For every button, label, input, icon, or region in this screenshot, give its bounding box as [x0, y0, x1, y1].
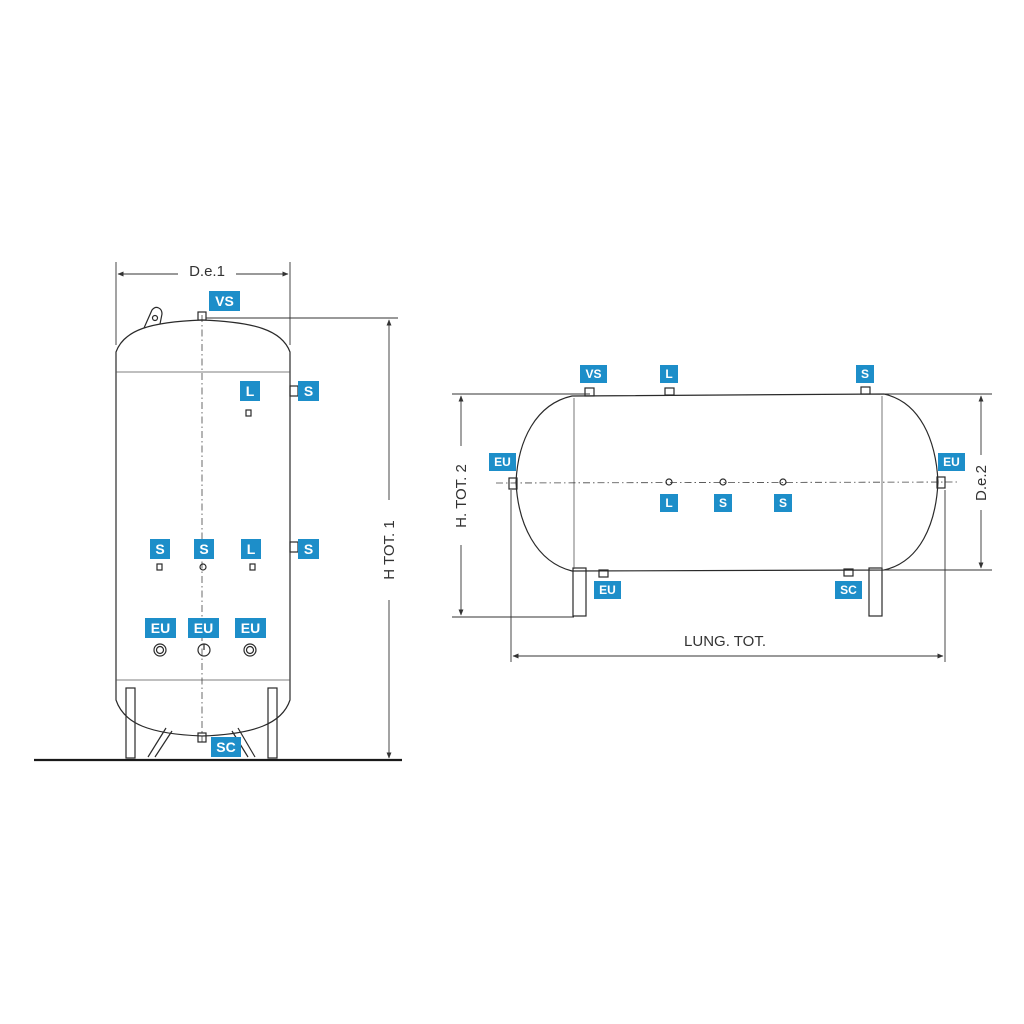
side-nozzle-mid [289, 541, 299, 553]
svg-text:EU: EU [241, 620, 260, 636]
vertical-tank-body [115, 319, 291, 737]
h-tag-eu-bottom: EU [594, 581, 621, 599]
svg-text:S: S [779, 496, 787, 510]
h-eu-right-nozzle [936, 476, 946, 489]
label-de1: D.e.1 [189, 263, 225, 280]
dim-length: LUNG. TOT. [510, 490, 946, 662]
h-s-nozzle [860, 386, 871, 395]
svg-text:EU: EU [494, 455, 511, 469]
label-htot1: H TOT. 1 [381, 520, 398, 579]
h-fitting-s2 [779, 478, 787, 486]
svg-text:S: S [304, 541, 313, 557]
label-lungtot: LUNG. TOT. [684, 633, 766, 650]
h-tag-eu-right: EU [938, 453, 965, 471]
h-tag-eu-left: EU [489, 453, 516, 471]
h-sc-nozzle [843, 568, 854, 577]
dim-height-1: H TOT. 1 [206, 317, 398, 759]
svg-text:SC: SC [216, 739, 235, 755]
svg-text:EU: EU [599, 583, 616, 597]
h-eu-left-nozzle [508, 477, 518, 490]
svg-text:SC: SC [840, 583, 857, 597]
svg-text:S: S [304, 383, 313, 399]
svg-text:L: L [246, 383, 255, 399]
svg-text:S: S [719, 496, 727, 510]
svg-text:VS: VS [585, 367, 601, 381]
svg-text:S: S [199, 541, 208, 557]
h-fitting-l [665, 478, 673, 486]
h-tag-l-top: L [660, 365, 678, 383]
svg-text:L: L [665, 496, 672, 510]
horizontal-centerline [495, 481, 961, 484]
lifting-lug [143, 306, 163, 329]
svg-text:L: L [247, 541, 256, 557]
vs-nozzle [197, 311, 207, 321]
label-htot2: H. TOT. 2 [453, 464, 470, 528]
h-tag-s-top: S [856, 365, 874, 383]
tag-s-side: S [298, 539, 319, 559]
h-tag-vs: VS [580, 365, 607, 383]
tag-eu2: EU [188, 618, 219, 638]
svg-text:S: S [861, 367, 869, 381]
svg-text:L: L [665, 367, 672, 381]
tank-legs [125, 687, 278, 759]
dim-diameter-1: D.e.1 [115, 262, 291, 345]
h-tag-s-mid2: S [774, 494, 792, 512]
h-fitting-s1 [719, 478, 727, 486]
label-de2: D.e.2 [973, 465, 990, 501]
tag-l-mid: L [241, 539, 261, 559]
tag-eu3: EU [235, 618, 266, 638]
sc-nozzle [197, 732, 207, 743]
svg-text:EU: EU [943, 455, 960, 469]
h-eu-bottom-nozzle [598, 569, 609, 578]
horizontal-tank-body [515, 393, 939, 572]
dim-height-2: H. TOT. 2 [452, 393, 590, 618]
svg-text:VS: VS [215, 293, 234, 309]
leg-right [868, 567, 883, 617]
h-l-nozzle [664, 387, 675, 396]
svg-text:EU: EU [194, 620, 213, 636]
side-nozzle-upper [289, 385, 299, 397]
tag-sc: SC [211, 737, 241, 757]
horizontal-tank: H. TOT. 2 D.e.2 LUNG. TOT. VS L S EU EU … [452, 365, 992, 662]
svg-text:S: S [155, 541, 164, 557]
tag-l-upper: L [240, 381, 260, 401]
tag-s-upper: S [298, 381, 319, 401]
vertical-tank: D.e.1 H TOT. 1 VS S L S S L S EU EU EU S… [34, 262, 402, 762]
svg-text:EU: EU [151, 620, 170, 636]
tag-s1: S [150, 539, 170, 559]
h-tag-sc: SC [835, 581, 862, 599]
h-tag-s-mid1: S [714, 494, 732, 512]
leg-left [572, 567, 587, 617]
tag-s2: S [194, 539, 214, 559]
dim-diameter-2: D.e.2 [880, 393, 992, 571]
tag-vs: VS [209, 291, 240, 311]
tag-eu1: EU [145, 618, 176, 638]
fittings [153, 409, 257, 657]
h-tag-l-mid: L [660, 494, 678, 512]
h-vs-nozzle [584, 387, 595, 397]
